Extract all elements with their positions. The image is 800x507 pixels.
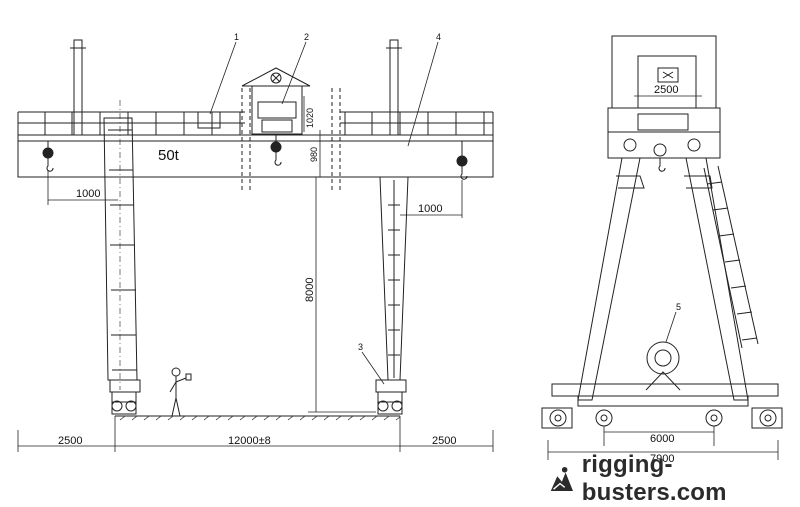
right-leg	[379, 176, 409, 381]
trolley	[241, 67, 311, 135]
callout-5: 5	[676, 302, 681, 312]
hook-left	[42, 141, 54, 172]
side-right-leg	[685, 157, 749, 401]
side-ladder	[703, 165, 759, 349]
side-end-beam	[607, 107, 721, 133]
beam-height-label: 980	[309, 147, 319, 162]
trolley-gauge-label: 2500	[654, 84, 678, 96]
side-dimensions	[547, 426, 779, 460]
callout-leaders	[209, 41, 439, 385]
lift-height-label: 8000	[304, 278, 316, 302]
left-travel-mechanism	[109, 379, 141, 415]
side-wheels	[541, 407, 783, 429]
brand-watermark: rigging-busters.com	[548, 451, 800, 506]
hook-offset-right-label: 1000	[418, 203, 442, 215]
span-dimension-line	[17, 416, 494, 452]
side-trolley-frame	[611, 35, 717, 109]
side-left-leg	[577, 157, 641, 401]
operator-figure	[169, 367, 192, 417]
trolley-height-label: 1020	[305, 108, 315, 128]
vertical-dims	[303, 96, 321, 177]
hook-right	[456, 141, 468, 180]
overall-base-label: 7900	[650, 453, 674, 465]
side-view	[541, 35, 783, 460]
callout-4: 4	[436, 32, 441, 42]
left-leg	[103, 100, 138, 390]
hook-trolley	[270, 134, 282, 166]
callout-leader-5	[665, 311, 677, 343]
right-travel-mechanism	[375, 379, 407, 415]
side-base-beam	[551, 383, 779, 397]
break-lines	[241, 88, 341, 190]
span-label: 12000±8	[228, 435, 271, 447]
climbing-figure-logo-icon	[550, 466, 573, 492]
right-mast	[389, 39, 399, 136]
walkway-railing	[17, 111, 494, 135]
cable-reel	[645, 341, 681, 391]
wheel-base-label: 6000	[650, 433, 674, 445]
callout-1: 1	[234, 32, 239, 42]
capacity-label: 50t	[158, 147, 180, 164]
callout-2: 2	[304, 32, 309, 42]
brand-name: rigging-busters.com	[581, 451, 727, 506]
main-girder	[17, 134, 494, 178]
control-box	[197, 111, 221, 129]
hook-offset-dimensions	[47, 170, 463, 218]
callout-3: 3	[358, 342, 363, 352]
left-overhang-label: 2500	[58, 435, 82, 447]
right-overhang-label: 2500	[432, 435, 456, 447]
front-view	[17, 39, 494, 452]
hook-offset-left-label: 1000	[76, 188, 100, 200]
lift-height-dimension	[308, 177, 376, 413]
ground-hatch	[119, 415, 401, 421]
left-mast	[73, 39, 83, 136]
